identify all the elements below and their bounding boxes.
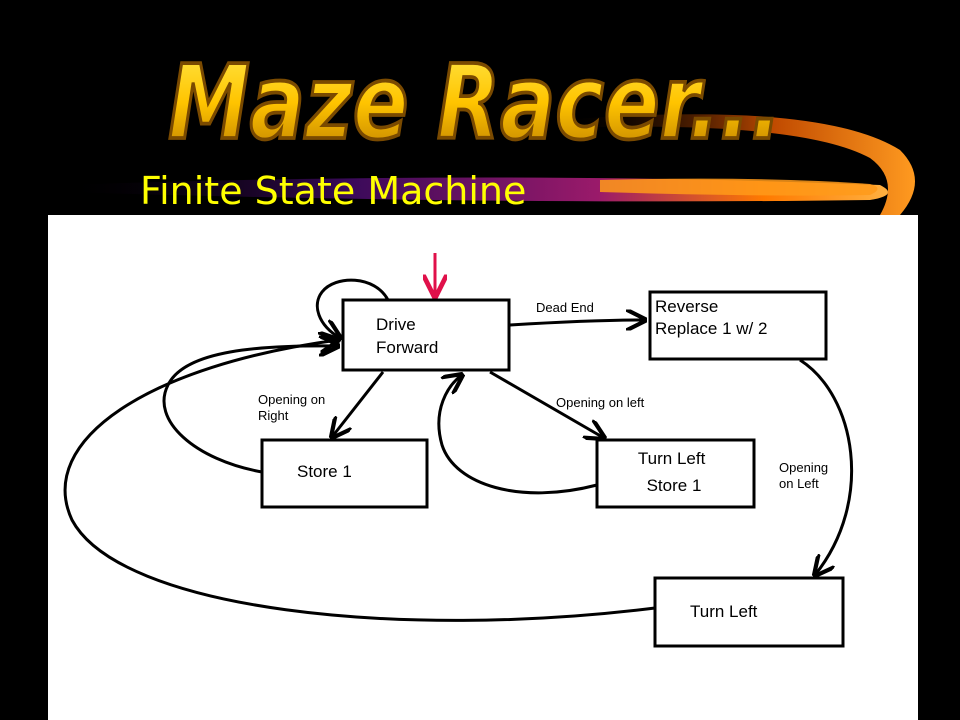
state-label: Store 1 — [297, 462, 352, 481]
transition-label: Opening on left — [556, 395, 645, 410]
transition-label: Dead End — [536, 300, 594, 315]
transition-opening-right — [332, 371, 385, 437]
svg-text:Drive Forward: Drive Forward — [376, 315, 438, 357]
transition-label: Opening on — [258, 392, 325, 407]
transition-label: on Left — [779, 476, 819, 491]
state-label: Forward — [376, 338, 438, 357]
state-turn-left-store-1: Turn Left Store 1 — [595, 438, 756, 509]
state-label: Replace 1 w/ 2 — [655, 319, 767, 338]
fsm-diagram: Drive Forward Reverse Replace 1 w/ 2 Sto… — [48, 215, 918, 720]
state-label: Drive — [376, 315, 416, 334]
state-label: Reverse — [655, 297, 718, 316]
transition-self-loop — [316, 278, 390, 338]
transition-opening-left-2 — [799, 358, 854, 575]
svg-text:Opening on Right: Opening on Right — [258, 392, 329, 423]
state-label: Turn Left — [638, 449, 706, 468]
slide-subtitle: Finite State Machine — [140, 169, 526, 213]
state-turn-left: Turn Left — [653, 576, 845, 648]
transition-turn-left-return — [437, 375, 598, 495]
svg-text:Opening on Left: Opening on Left — [779, 460, 832, 491]
state-reverse: Reverse Replace 1 w/ 2 — [648, 290, 828, 361]
state-drive-forward: Drive Forward — [341, 298, 511, 372]
transition-label: Opening — [779, 460, 828, 475]
transition-opening-left — [489, 370, 604, 438]
title-swoosh — [60, 114, 915, 215]
svg-text:Turn Left Store 1: Turn Left Store 1 — [638, 449, 710, 495]
state-label: Store 1 — [647, 476, 702, 495]
slide-title: Maze Racer... — [168, 43, 782, 162]
transition-turn-left-return-big — [63, 340, 656, 622]
svg-text:Reverse Replace 1 w/ 2: Reverse Replace 1 w/ 2 — [655, 297, 767, 338]
transition-label: Right — [258, 408, 289, 423]
transition-dead-end — [509, 320, 645, 325]
state-label: Turn Left — [690, 602, 758, 621]
